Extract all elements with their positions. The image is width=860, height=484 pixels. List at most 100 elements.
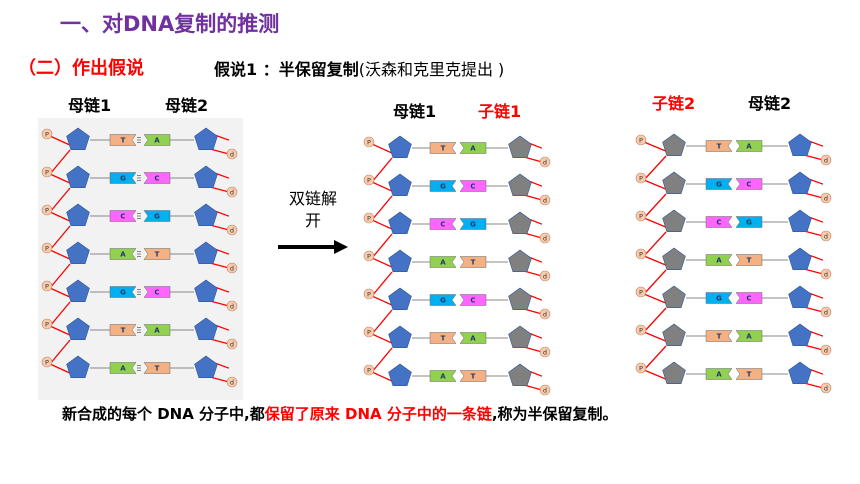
left-label-parent1: 母链1 <box>68 96 112 115</box>
middle-parent-sugar-4 <box>388 287 412 310</box>
middle-daughter-base-4: C <box>459 294 487 306</box>
svg-text:P: P <box>367 215 371 223</box>
svg-text:C: C <box>120 213 125 221</box>
left-hbond-3 <box>137 251 141 257</box>
right-parent-sugar-4 <box>788 285 812 308</box>
middle-daughter-phosphate-1: d <box>539 194 551 206</box>
right-parent-base-4: C <box>735 292 763 304</box>
conclusion-part1: 新合成的每个 DNA 分子中,都 <box>62 405 265 423</box>
svg-text:d: d <box>824 157 828 165</box>
left-strand1-sugar-0 <box>66 127 90 151</box>
svg-text:T: T <box>471 373 476 381</box>
conclusion-text: 新合成的每个 DNA 分子中,都保留了原来 DNA 分子中的一条链,称为半保留复… <box>62 403 618 424</box>
svg-text:G: G <box>440 297 446 305</box>
middle-daughter-base-3: T <box>459 256 487 268</box>
right-daughter-sugar-4 <box>662 285 686 308</box>
right-parent-base-2: G <box>735 216 763 228</box>
right-daughter-phosphate-2: P <box>635 210 647 222</box>
svg-text:A: A <box>440 373 446 381</box>
middle-parent-base-3: A <box>429 256 457 268</box>
middle-parent-phosphate-6: P <box>363 364 375 376</box>
svg-text:d: d <box>230 341 234 349</box>
svg-text:A: A <box>746 333 752 341</box>
right-label-parent2: 母链2 <box>748 94 792 113</box>
middle-daughter-phosphate-3: d <box>539 270 551 282</box>
right-parent-sugar-3 <box>788 247 812 270</box>
svg-text:A: A <box>746 143 752 151</box>
left-hbond-2 <box>137 213 141 219</box>
svg-text:d: d <box>543 159 547 167</box>
hypothesis-label: 假说1 ：半保留复制 <box>214 60 359 79</box>
left-strand1-base-3: A <box>109 248 137 260</box>
middle-parent-phosphate-2: P <box>363 212 375 224</box>
svg-text:T: T <box>441 335 446 343</box>
middle-daughter-sugar-0 <box>508 135 532 159</box>
svg-text:T: T <box>717 333 722 341</box>
middle-parent-phosphate-0: P <box>363 136 375 148</box>
right-parent-phosphate-6: d <box>820 382 832 394</box>
right-parent-sugar-5 <box>788 323 812 346</box>
left-strand1-base-5: T <box>109 324 137 336</box>
conclusion-highlight: 保留了原来 DNA 分子中的一条链 <box>264 405 492 423</box>
right-parent-phosphate-0: d <box>820 154 832 166</box>
svg-text:P: P <box>639 137 643 145</box>
right-daughter-base-3: A <box>705 254 733 266</box>
left-strand1-base-4: G <box>109 286 137 298</box>
left-strand2-sugar-5 <box>194 317 218 340</box>
left-strand2-sugar-0 <box>194 127 218 151</box>
left-strand2-sugar-6 <box>194 355 218 379</box>
left-strand1-phosphate-3: P <box>41 242 53 254</box>
right-daughter-base-0: T <box>705 140 733 152</box>
right-label-daughter2: 子链2 <box>652 94 696 113</box>
middle-label-daughter1: 子链1 <box>478 102 522 121</box>
svg-text:A: A <box>440 259 446 267</box>
left-strand2-phosphate-2: d <box>226 224 238 236</box>
svg-text:T: T <box>747 257 752 265</box>
svg-text:d: d <box>824 195 828 203</box>
middle-parent-base-0: T <box>429 142 457 154</box>
middle-parent-phosphate-4: P <box>363 288 375 300</box>
right-daughter-phosphate-4: P <box>635 286 647 298</box>
middle-daughter-base-2: G <box>459 218 487 230</box>
right-daughter-base-1: G <box>705 178 733 190</box>
svg-text:P: P <box>45 359 49 367</box>
svg-text:d: d <box>230 303 234 311</box>
middle-daughter-sugar-5 <box>508 325 532 348</box>
middle-daughter-phosphate-6: d <box>539 384 551 396</box>
middle-parent-sugar-3 <box>388 249 412 272</box>
svg-text:P: P <box>639 327 643 335</box>
hypothesis-paren: (沃森和克里克提出 ) <box>358 60 505 79</box>
left-strand2-sugar-4 <box>194 279 218 302</box>
svg-text:d: d <box>543 273 547 281</box>
left-strand1-sugar-4 <box>66 279 90 302</box>
svg-text:T: T <box>747 371 752 379</box>
left-strand1-phosphate-6: P <box>41 356 53 368</box>
svg-text:G: G <box>470 221 476 229</box>
right-parent-phosphate-3: d <box>820 268 832 280</box>
left-strand1-base-1: G <box>109 172 137 184</box>
left-strand1-phosphate-0: P <box>41 128 53 140</box>
left-strand1-sugar-2 <box>66 203 90 226</box>
svg-text:P: P <box>45 131 49 139</box>
svg-text:d: d <box>824 233 828 241</box>
svg-text:d: d <box>230 379 234 387</box>
right-daughter-sugar-5 <box>662 323 686 346</box>
svg-text:C: C <box>746 295 751 303</box>
left-strand2-phosphate-6: d <box>226 376 238 388</box>
svg-text:P: P <box>367 329 371 337</box>
svg-text:d: d <box>543 349 547 357</box>
left-strand2-base-6: T <box>143 362 171 374</box>
right-parent-sugar-6 <box>788 361 812 385</box>
svg-text:P: P <box>367 367 371 375</box>
left-strand2-phosphate-4: d <box>226 300 238 312</box>
left-strand1-base-2: C <box>109 210 137 222</box>
right-parent-base-6: T <box>735 368 763 380</box>
right-daughter-sugar-6 <box>662 361 686 385</box>
middle-daughter-phosphate-5: d <box>539 346 551 358</box>
right-daughter-sugar-3 <box>662 247 686 270</box>
left-strand2-sugar-1 <box>194 165 218 188</box>
svg-text:C: C <box>154 175 159 183</box>
left-strand2-phosphate-0: d <box>226 148 238 160</box>
